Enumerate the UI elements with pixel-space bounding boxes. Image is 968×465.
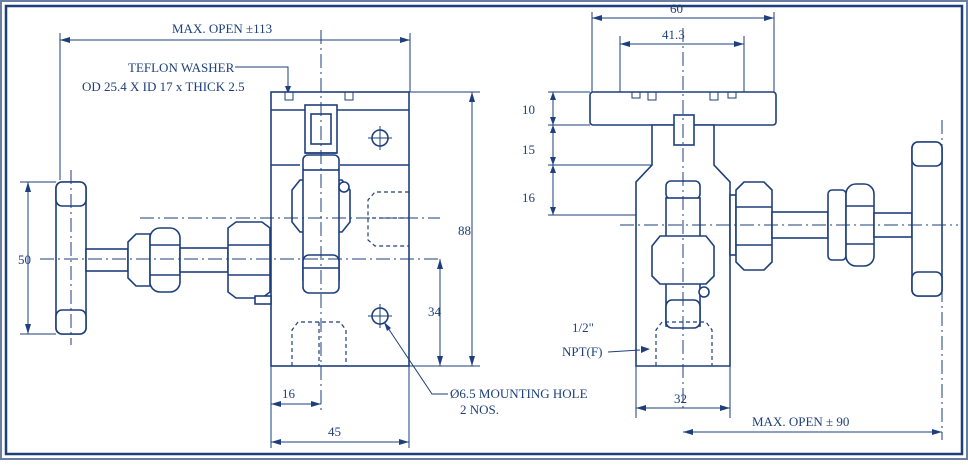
max-open-front-label: MAX. OPEN ±113	[172, 21, 272, 36]
dim-top-60: 60	[670, 1, 683, 16]
washer-note-line2: OD 25.4 X ID 17 x THICK 2.5	[82, 79, 245, 94]
npt-note-line1: 1/2"	[572, 320, 594, 335]
dim-bolt-41-3: 41.3	[662, 27, 685, 42]
dim-handle-50: 50	[18, 252, 31, 267]
dim-height-88: 88	[458, 223, 471, 238]
dim-offset-16: 16	[282, 386, 296, 401]
washer-note-line1: TEFLON WASHER	[128, 60, 235, 75]
dim-center-34: 34	[428, 304, 442, 319]
front-view: MAX. OPEN ±113 TEFLON WASHER OD 25.4 X I…	[18, 21, 588, 448]
dim-flange-10: 10	[522, 102, 535, 117]
max-open-side-label: MAX. OPEN ± 90	[752, 414, 849, 429]
npt-note-line2: NPT(F)	[562, 344, 602, 359]
mounting-hole-note-line1: Ø6.5 MOUNTING HOLE	[450, 386, 588, 401]
mounting-hole-note-line2: 2 NOS.	[460, 402, 499, 417]
dim-body-16: 16	[522, 190, 536, 205]
side-view: 60 41.3	[522, 1, 958, 440]
dim-neck-15: 15	[522, 142, 535, 157]
dim-bottom-32: 32	[674, 391, 687, 406]
inner-border	[4, 4, 964, 456]
dim-width-45: 45	[328, 424, 341, 439]
